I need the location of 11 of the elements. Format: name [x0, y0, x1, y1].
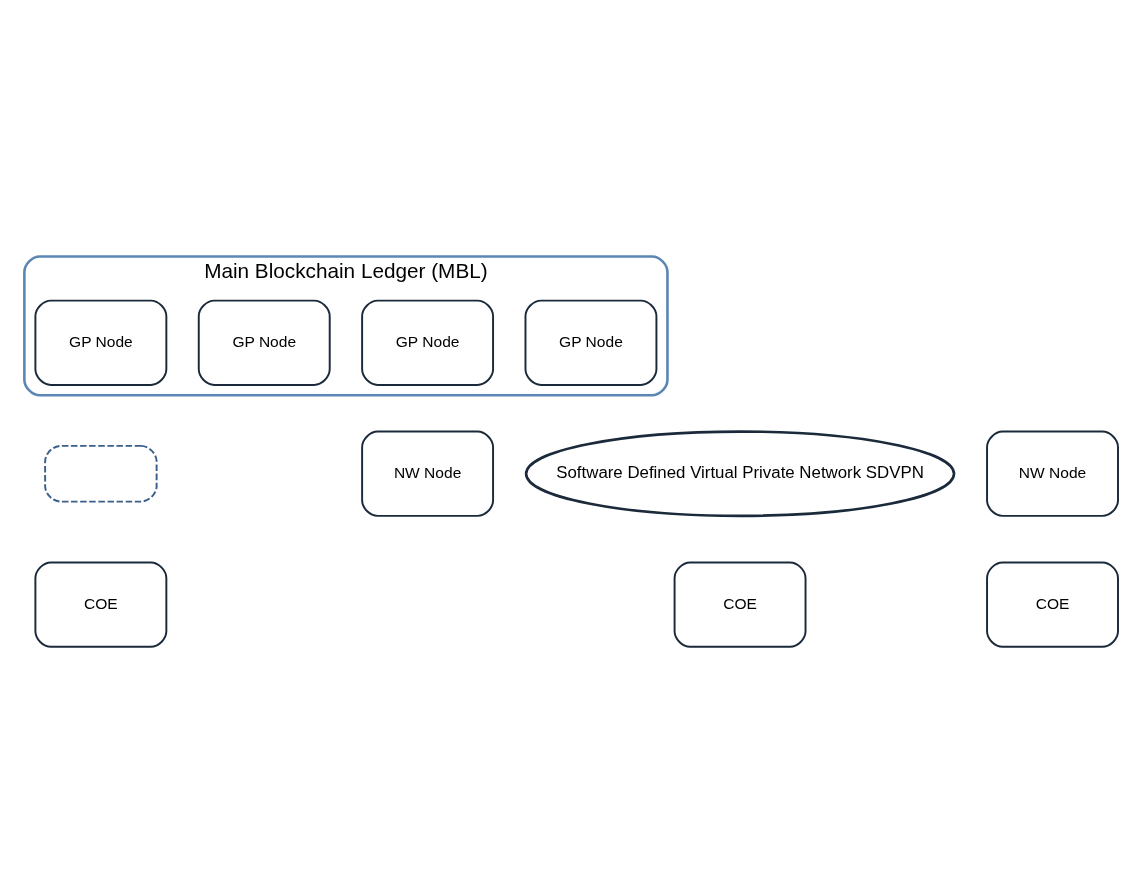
node-box: COE — [986, 561, 1119, 648]
node-ellipse: Software Defined Virtual Private Network SDVPN — [524, 430, 956, 518]
node-box — [44, 444, 158, 503]
node-box: GP Node — [34, 299, 168, 386]
node-box: GP Node — [361, 299, 495, 386]
node-box: GP Node — [524, 299, 658, 386]
node-box: COE — [673, 561, 807, 648]
node-box: NW Node — [986, 430, 1119, 517]
node-box: COE — [34, 561, 168, 648]
node-box: GP Node — [197, 299, 331, 386]
node-box: NW Node — [361, 430, 495, 517]
